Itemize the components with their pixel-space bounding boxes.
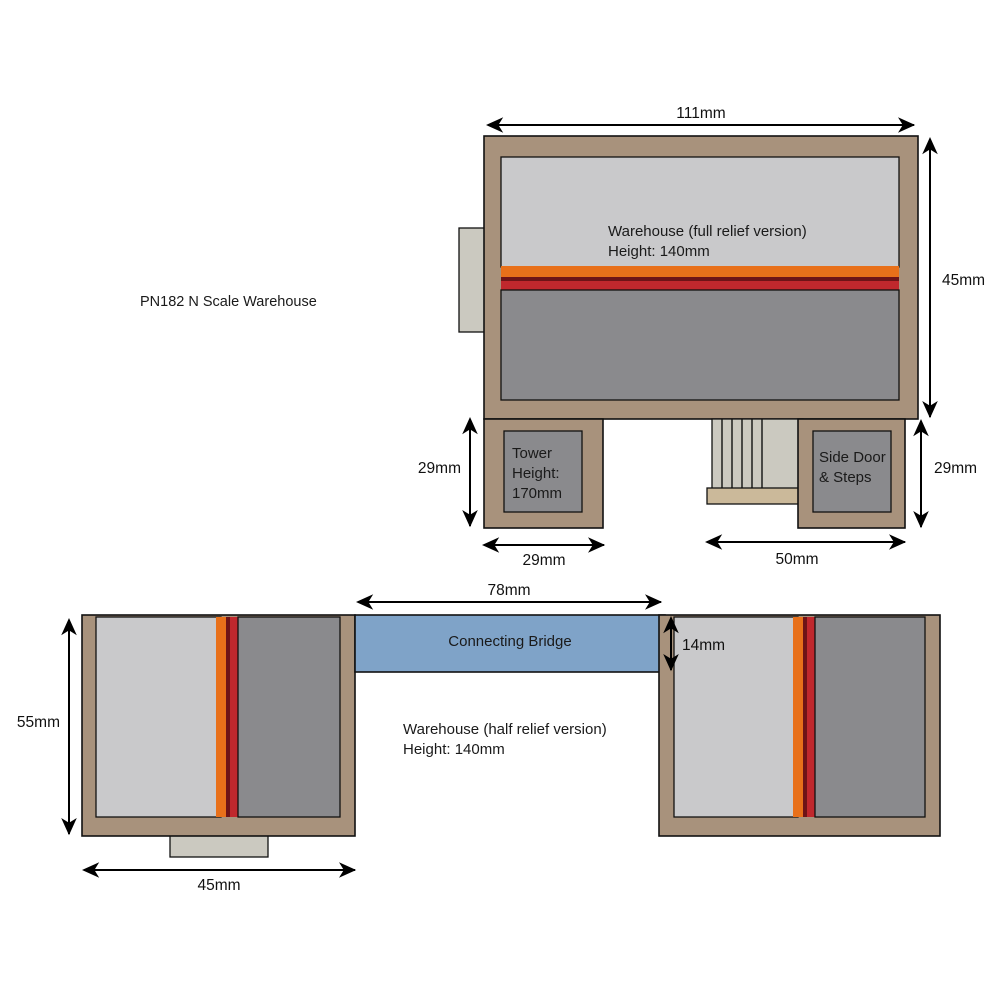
full-relief-stripe-darkred xyxy=(501,277,899,281)
product-title: PN182 N Scale Warehouse xyxy=(140,294,317,310)
full-relief-stripe-orange xyxy=(501,266,899,277)
dim-label-left-height: 55mm xyxy=(17,714,60,731)
half-relief-right-wall-dark xyxy=(814,616,926,818)
side-door-panel xyxy=(812,430,892,513)
half-relief-assembly: Connecting Bridge Warehouse (half relief… xyxy=(17,582,941,894)
full-relief-stripe-red xyxy=(501,281,899,290)
half-relief-right-wall-light xyxy=(673,616,799,818)
dim-label-left-lower-height: 29mm xyxy=(418,460,461,477)
full-relief-wall-lower xyxy=(500,289,900,401)
full-relief-assembly: Warehouse (full relief version) Height: … xyxy=(418,105,985,569)
full-relief-main-label-line1: Warehouse (full relief version) xyxy=(608,223,807,240)
half-relief-left-wall-dark xyxy=(237,616,341,818)
half-relief-main-label-line2: Height: 140mm xyxy=(403,741,505,758)
half-relief-left-stripe-red xyxy=(230,617,239,817)
half-relief-right-stripe-red xyxy=(807,617,816,817)
dim-label-left-block-width: 45mm xyxy=(197,877,240,894)
dim-label-top-width: 111mm xyxy=(676,105,725,122)
side-door-label-line2: & Steps xyxy=(819,469,872,486)
half-relief-right-stripe-orange xyxy=(793,617,803,817)
half-relief-right-stripe-darkred xyxy=(803,617,807,817)
half-relief-left-stripe-orange xyxy=(216,617,226,817)
dim-label-side-door-width: 50mm xyxy=(775,551,818,568)
tower-label-line3: 170mm xyxy=(512,485,562,502)
dim-label-right-height: 45mm xyxy=(942,272,985,289)
dim-label-right-lower-height: 29mm xyxy=(934,460,977,477)
dim-label-bridge-height: 14mm xyxy=(682,637,725,654)
half-relief-left-wall-light xyxy=(95,616,222,818)
dim-label-bridge-width: 78mm xyxy=(487,582,530,599)
tower-label-line1: Tower xyxy=(512,445,552,462)
full-relief-wall-upper xyxy=(500,156,900,268)
tower-panel xyxy=(503,430,583,513)
connecting-bridge-label: Connecting Bridge xyxy=(448,633,571,650)
full-relief-main-label-line2: Height: 140mm xyxy=(608,243,710,260)
steps-panel xyxy=(711,418,804,490)
dim-label-tower-width: 29mm xyxy=(522,552,565,569)
tower-label-line2: Height: xyxy=(512,465,560,482)
half-relief-main-label-line1: Warehouse (half relief version) xyxy=(403,721,607,738)
steps-base-platform xyxy=(706,487,809,505)
side-door-label-line1: Side Door xyxy=(819,449,886,466)
connecting-bridge xyxy=(354,614,666,673)
half-relief-left-stripe-darkred xyxy=(226,617,230,817)
